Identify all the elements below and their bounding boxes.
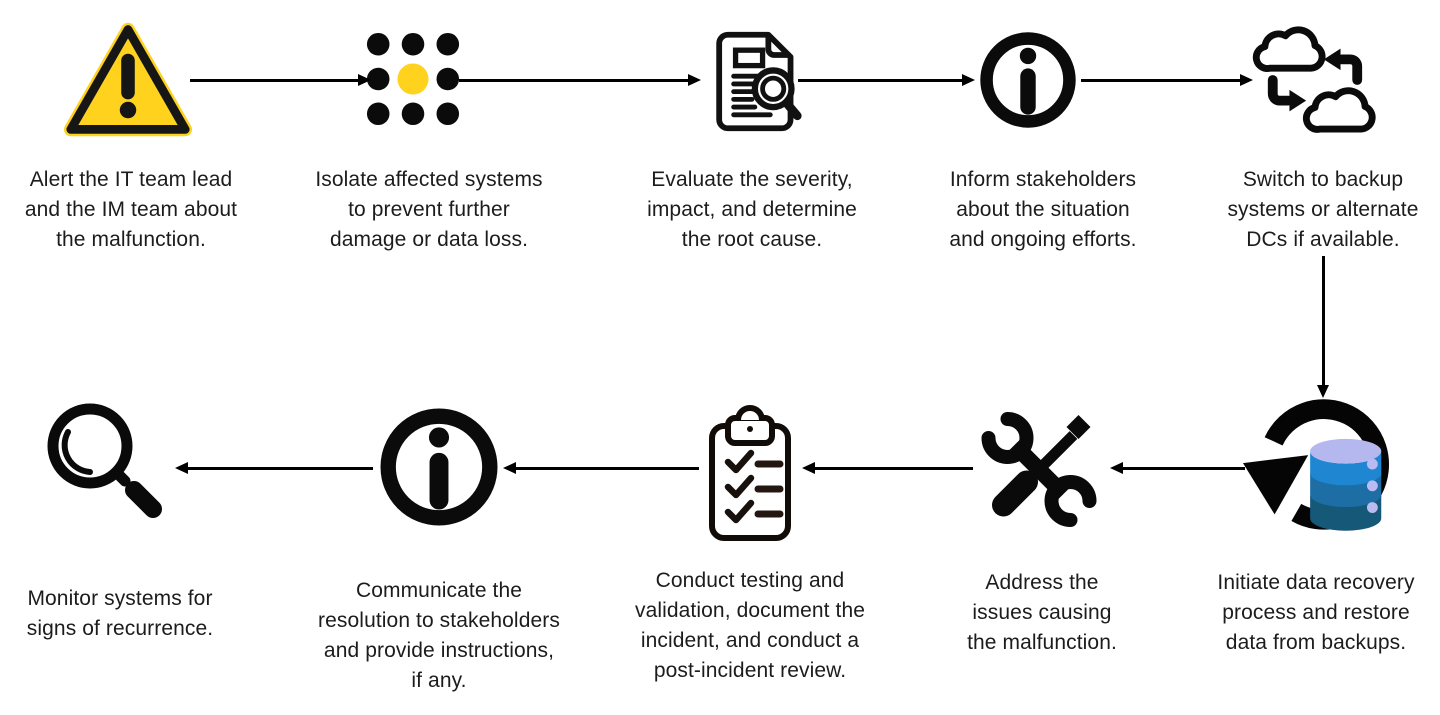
arrow-head-down: [1317, 385, 1329, 398]
step-caption: Monitor systems for signs of recurrence.: [26, 587, 214, 640]
backup-clouds-icon: [1252, 26, 1376, 133]
step-caption: Isolate affected systems to prevent furt…: [315, 168, 543, 251]
step-caption: Alert the IT team lead and the IM team a…: [24, 168, 238, 251]
arrow-head-right: [1240, 74, 1253, 86]
step-caption: Initiate data recovery process and resto…: [1217, 571, 1415, 654]
arrow-shaft: [1321, 256, 1325, 385]
screwdriver: [992, 415, 1091, 517]
arrow-shaft: [515, 466, 699, 470]
arrow-shaft: [798, 78, 962, 82]
arrow-step3-to-step4: [798, 74, 975, 86]
arrow-shaft: [814, 466, 973, 470]
step-caption: Inform stakeholders about the situation …: [949, 168, 1137, 251]
step-caption: Evaluate the severity, impact, and deter…: [647, 168, 857, 251]
arrow-shaft: [190, 78, 358, 82]
arrow-head-right: [358, 74, 371, 86]
sync-arrow-down-right: [1267, 75, 1294, 106]
warning-triangle-icon: [64, 22, 192, 137]
arrow-step9-to-step10: [175, 462, 373, 474]
arrow-step1-to-step2: [190, 74, 371, 86]
arrow-head-left: [503, 462, 516, 474]
arrow-head-left: [802, 462, 815, 474]
arrow-head-left: [175, 462, 188, 474]
step-caption: Conduct testing and validation, document…: [634, 569, 866, 682]
arrow-step2-to-step3: [459, 74, 701, 86]
arrow-head-right: [962, 74, 975, 86]
arrow-shaft: [459, 78, 688, 82]
repair-tools-icon: [981, 412, 1097, 527]
arrow-step5-to-step6: [1317, 256, 1329, 398]
info-circle-icon: [380, 408, 498, 526]
monitor-magnifier-icon: [47, 403, 162, 518]
evaluate-document-icon: [716, 31, 802, 132]
arrow-shaft: [187, 466, 373, 470]
arrow-head-right: [688, 74, 701, 86]
arrow-step4-to-step5: [1081, 74, 1253, 86]
arrow-step6-to-step7: [1110, 462, 1245, 474]
info-circle-icon: [980, 32, 1076, 128]
step-caption: Communicate the resolution to stakeholde…: [318, 579, 560, 692]
sync-arrow-up-left: [1336, 54, 1363, 85]
arrow-step7-to-step8: [802, 462, 973, 474]
arrow-step8-to-step9: [503, 462, 699, 474]
isolate-dots-icon: [366, 32, 460, 126]
arrow-shaft: [1122, 466, 1245, 470]
step-caption: Address the issues causing the malfuncti…: [967, 571, 1117, 654]
step-caption: Switch to backup systems or alternate DC…: [1227, 168, 1419, 251]
data-recovery-icon: [1243, 399, 1389, 531]
checklist-clipboard-icon: [709, 405, 791, 541]
arrow-shaft: [1081, 78, 1240, 82]
arrow-head-left: [1110, 462, 1123, 474]
